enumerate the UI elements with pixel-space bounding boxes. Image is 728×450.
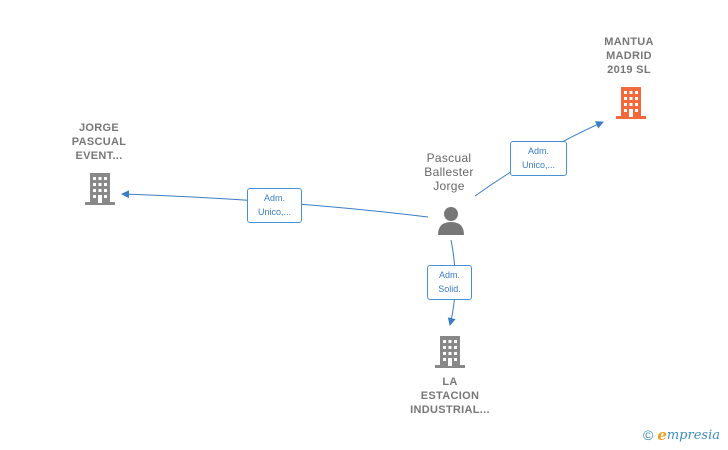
building-icon[interactable] (615, 85, 647, 121)
relation-label-line: Adm. (263, 193, 285, 203)
relation-label-line: Solid. (438, 284, 461, 294)
brand-logo-e: e (657, 426, 667, 444)
relation-label-line: Adm. (438, 270, 460, 280)
company-mantua-label-line: MADRID (606, 50, 652, 62)
person-icon[interactable] (436, 204, 466, 236)
brand-logo-text: mpresia (666, 427, 720, 443)
company-mantua-label[interactable]: MANTUA MADRID 2019 SL (590, 35, 668, 77)
center-person-name[interactable]: Pascual Ballester Jorge (410, 151, 488, 193)
company-mantua-label-line: 2019 SL (607, 64, 651, 76)
relation-label-line: Unico,... (521, 160, 555, 170)
company-estacion-label[interactable]: LA ESTACION INDUSTRIAL... (400, 375, 500, 417)
company-jorge-label-line: JORGE (78, 122, 119, 134)
company-estacion-label-line: ESTACION (420, 390, 480, 402)
company-estacion-label-line: INDUSTRIAL... (410, 404, 490, 416)
center-person-name-line: Jorge (433, 179, 465, 193)
company-jorge-label-line: EVENT... (75, 150, 123, 162)
company-mantua-label-line: MANTUA (604, 36, 654, 48)
relation-label-line: Adm. (527, 146, 549, 156)
company-jorge-label-line: PASCUAL (71, 136, 127, 148)
center-person-name-line: Pascual (426, 151, 472, 165)
empresia-watermark: © e mpresia (643, 426, 720, 444)
relation-label-jorge[interactable]: Adm. Unico,... (247, 188, 302, 223)
building-icon[interactable] (434, 334, 466, 370)
relation-label-line: Unico,... (257, 207, 291, 217)
copyright-icon: © (642, 427, 654, 443)
company-estacion-label-line: LA (442, 376, 458, 388)
company-jorge-label[interactable]: JORGE PASCUAL EVENT... (60, 121, 138, 163)
relation-label-estacion[interactable]: Adm. Solid. (427, 265, 472, 300)
building-icon[interactable] (84, 171, 116, 207)
center-person-name-line: Ballester (424, 165, 474, 179)
relation-label-mantua[interactable]: Adm. Unico,... (510, 141, 567, 176)
